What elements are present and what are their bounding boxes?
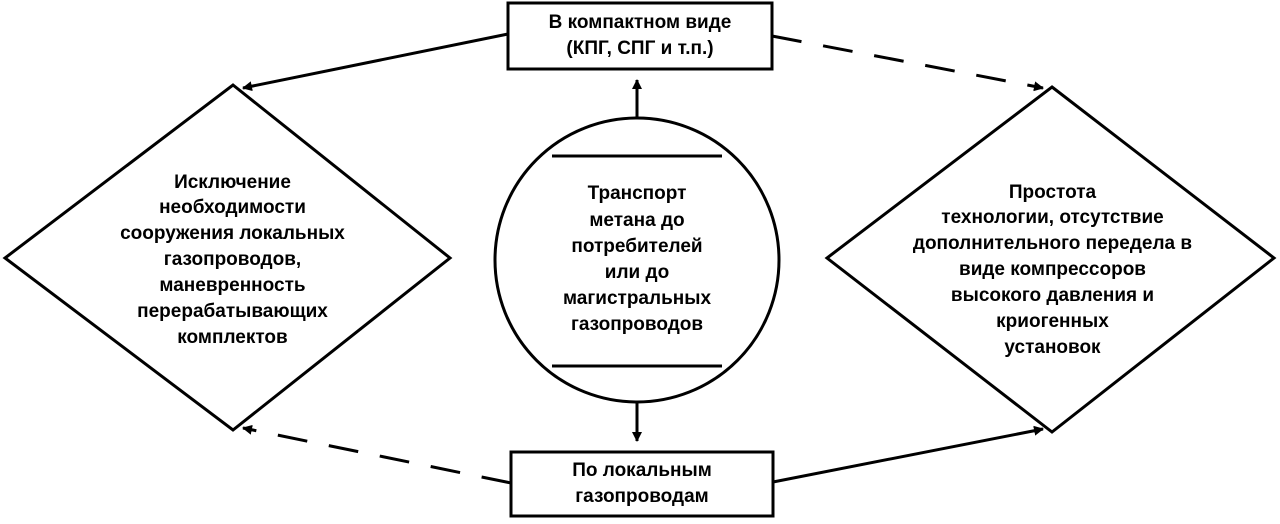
bottom-box-line-1: По локальным xyxy=(572,460,712,482)
left-diamond-label: Исключение необходимости сооружения лока… xyxy=(60,150,405,370)
right-line-1: Простота xyxy=(1008,181,1097,203)
center-line-6: газопроводов xyxy=(570,314,704,336)
right-line-3: дополнительного передела в xyxy=(912,233,1193,255)
center-line-3: потребителей xyxy=(571,235,703,257)
left-line-5: маневренность xyxy=(159,274,306,296)
center-line-1: Транспорт xyxy=(587,183,687,205)
center-line-4: или до xyxy=(604,262,670,283)
left-diamond xyxy=(2,83,453,432)
right-line-2: технологии, отсутствие xyxy=(941,207,1164,229)
center-line-5: магистральных xyxy=(562,288,712,310)
bottom-box-line-2: газопроводам xyxy=(575,486,709,507)
dashed-arrow-top-box-to-right-diamond xyxy=(771,34,1044,92)
center-line-2: метана до xyxy=(589,209,685,231)
left-line-7: комплектов xyxy=(177,326,288,348)
right-diamond xyxy=(824,85,1277,434)
right-line-6: криогенных xyxy=(996,310,1109,332)
right-line-7: установок xyxy=(1004,336,1101,358)
left-line-6: перерабатывающих xyxy=(137,300,328,322)
right-diamond-label: Простота технологии, отсутствие дополнит… xyxy=(865,160,1240,380)
top-box-line-2: (КПГ, СПГ и т.п.) xyxy=(566,38,714,59)
arrow-bottom-box-to-right-diamond xyxy=(772,425,1044,484)
top-box xyxy=(506,1,774,71)
dashed-arrow-bottom-box-to-left-diamond xyxy=(242,424,512,485)
top-box-line-1: В компактном виде xyxy=(548,12,732,34)
arrow-top-box-to-left-diamond xyxy=(242,32,509,92)
center-circle-label: Транспорт метана до потребителей или до … xyxy=(532,168,742,352)
bottom-box xyxy=(509,450,775,518)
left-line-1: Исключение xyxy=(174,171,291,193)
right-line-4: виде компрессоров xyxy=(959,259,1146,281)
bottom-box-label: По локальным газопроводам xyxy=(511,452,773,516)
top-box-label: В компактном виде (КПГ, СПГ и т.п.) xyxy=(508,3,772,69)
left-line-2: необходимости xyxy=(159,197,306,219)
left-line-4: газопроводов, xyxy=(163,249,302,271)
left-line-3: сооружения локальных xyxy=(120,223,345,245)
right-line-5: высокого давления и xyxy=(950,284,1155,306)
